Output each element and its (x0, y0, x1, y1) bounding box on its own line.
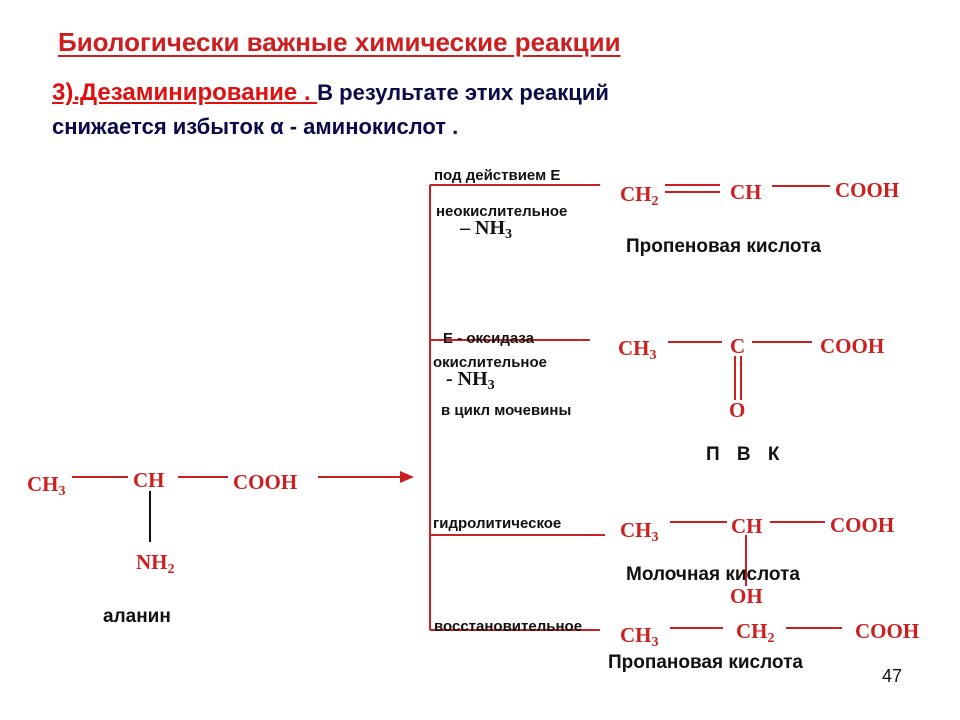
alanine-nh2: NH2 (136, 550, 175, 577)
condition-oxidative: окислительное (433, 354, 547, 371)
pvk-c: C (730, 334, 746, 358)
propanoic-ch3: CH3 (620, 623, 659, 650)
condition-enzyme: под действием Е (434, 167, 561, 184)
pvk-cooh: COOH (820, 334, 885, 358)
slide-title: Биологически важные химические реакции (58, 27, 621, 57)
alanine-cooh: COOH (233, 470, 298, 494)
nh3-loss-2: - NH3 (446, 368, 495, 393)
condition-urea-cycle: в цикл мочевины (441, 402, 572, 419)
alanine-ch3: CH3 (27, 472, 66, 499)
propenoic-cooh: COOH (835, 178, 900, 202)
heading-text-2: снижается избыток α - аминокислот . (52, 114, 459, 139)
page-number: 47 (882, 666, 903, 686)
lactic-ch: CH (731, 514, 763, 538)
heading-text-1: В результате этих реакций (317, 80, 609, 105)
condition-oxidase: Е - оксидаза (443, 330, 535, 347)
pvk-oxygen: O (729, 398, 746, 422)
propenoic-ch: CH (730, 180, 762, 204)
alanine-ch: CH (133, 468, 165, 492)
propenoic-ch2: CH2 (620, 182, 659, 209)
reaction-arrow-head (400, 471, 414, 483)
propanoic-acid-name: Пропановая кислота (608, 652, 803, 673)
condition-reductive: восстановительное (434, 618, 583, 635)
condition-hydrolytic: гидролитическое (433, 515, 562, 532)
lactic-acid-name: Молочная кислота (626, 564, 800, 585)
propanoic-ch2: CH2 (736, 619, 775, 646)
lactic-cooh: COOH (830, 513, 895, 537)
pvk-ch3: CH3 (618, 336, 657, 363)
heading-line-1: 3).Дезаминирование . В результате этих р… (52, 79, 609, 107)
pvk-name: П В К (706, 444, 786, 465)
lactic-ch3: CH3 (620, 518, 659, 545)
propenoic-acid-name: Пропеновая кислота (626, 236, 821, 257)
alanine-name: аланин (103, 606, 171, 627)
condition-nonoxidative: неокислительное (436, 203, 568, 220)
propanoic-cooh: COOH (855, 619, 920, 643)
deamination-label: 3).Дезаминирование . (52, 79, 318, 106)
nh3-loss-1: – NH3 (460, 217, 512, 242)
lactic-oh: OH (730, 584, 763, 608)
